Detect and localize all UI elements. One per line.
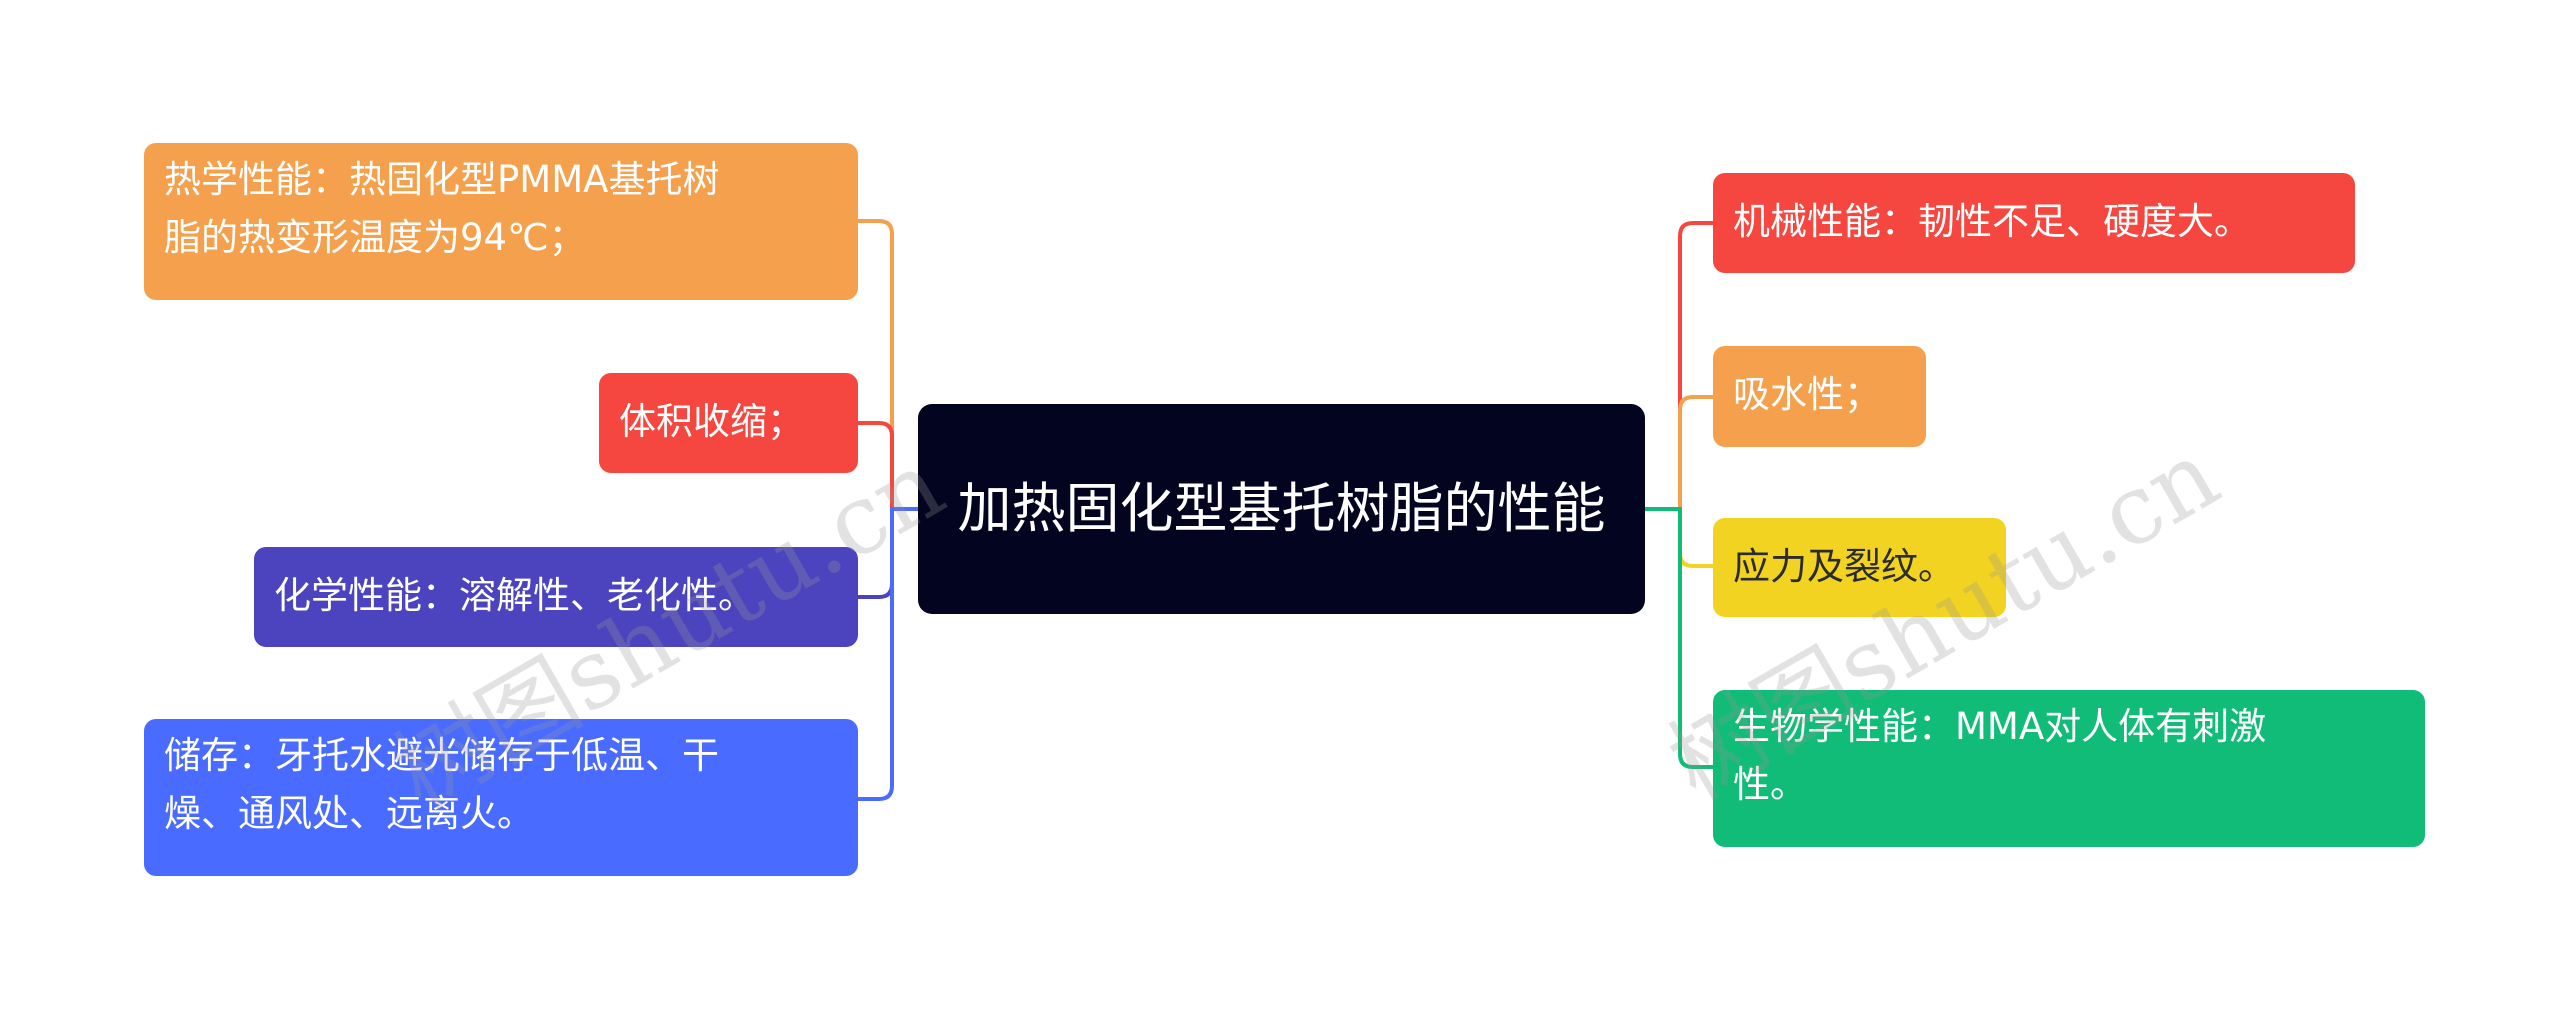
connector-chemical — [858, 507, 918, 599]
node-shrink-line1: 体积收缩； — [619, 400, 804, 443]
node-storage[interactable]: 储存：牙托水避光储存于低温、干 燥、通风处、远离火。 — [144, 719, 858, 876]
node-water-absorption[interactable]: 吸水性； — [1713, 346, 1926, 447]
node-thermal-properties[interactable]: 热学性能：热固化型PMMA基托树 脂的热变形温度为94℃； — [144, 143, 858, 300]
node-bio-line1: 生物学性能：MMA对人体有刺激 — [1733, 705, 2267, 748]
node-thermal-line2: 脂的热变形温度为94℃； — [164, 216, 586, 259]
connector-mechanical — [1645, 221, 1713, 511]
node-thermal-line1: 热学性能：热固化型PMMA基托树 — [164, 158, 720, 201]
connector-thermal — [858, 219, 918, 511]
node-biological-properties[interactable]: 生物学性能：MMA对人体有刺激 性。 — [1713, 690, 2425, 847]
connector-bio — [1645, 507, 1713, 769]
connector-shrink — [858, 421, 918, 511]
node-water-line1: 吸水性； — [1733, 373, 1881, 416]
node-volume-shrinkage[interactable]: 体积收缩； — [599, 373, 858, 473]
node-chemical-line1: 化学性能：溶解性、老化性。 — [274, 574, 755, 617]
node-storage-line1: 储存：牙托水避光储存于低温、干 — [164, 734, 719, 777]
node-stress-line1: 应力及裂纹。 — [1733, 545, 1955, 588]
connector-storage — [858, 507, 918, 801]
node-chemical-properties[interactable]: 化学性能：溶解性、老化性。 — [254, 547, 858, 647]
node-bio-line2: 性。 — [1733, 763, 1807, 806]
node-stress-cracks[interactable]: 应力及裂纹。 — [1713, 518, 2006, 617]
node-mechanical-line1: 机械性能：韧性不足、硬度大。 — [1733, 200, 2251, 243]
connector-water — [1645, 395, 1713, 511]
node-mechanical-properties[interactable]: 机械性能：韧性不足、硬度大。 — [1713, 173, 2355, 273]
root-node[interactable]: 加热固化型基托树脂的性能 — [918, 404, 1645, 614]
node-storage-line2: 燥、通风处、远离火。 — [164, 792, 534, 835]
root-node-text: 加热固化型基托树脂的性能 — [957, 477, 1606, 540]
